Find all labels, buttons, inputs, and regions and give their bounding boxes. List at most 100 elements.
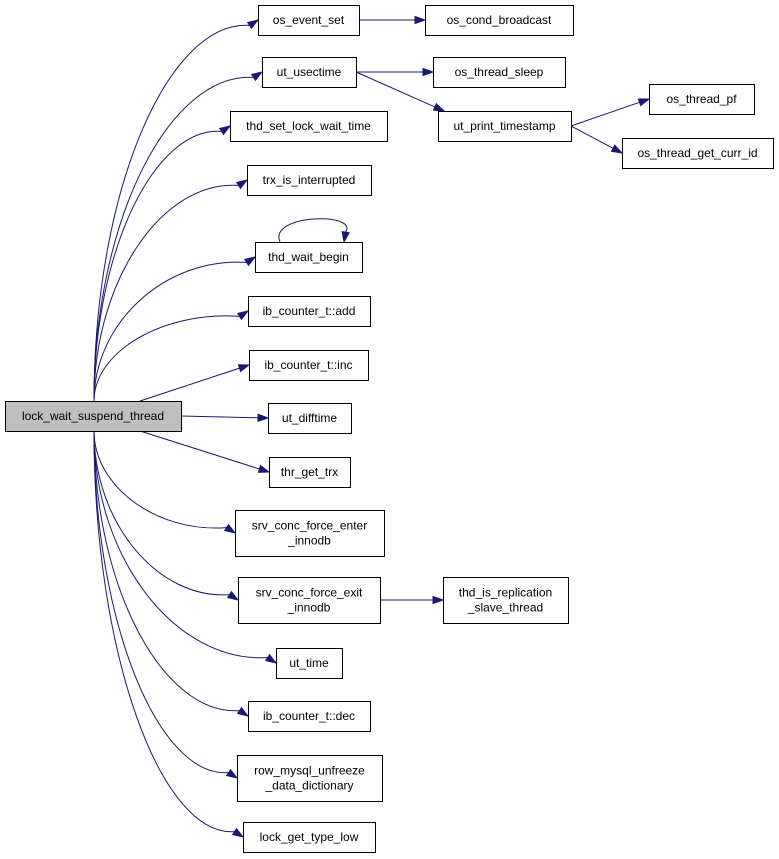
node-box [433,57,566,88]
edge-line [93,430,235,833]
arrowhead [226,590,240,601]
edge-line [93,130,222,402]
node-ib-counter-dec[interactable]: ib_counter_t::dec [248,701,371,732]
edge-line [355,71,436,108]
node-ib-counter-inc[interactable]: ib_counter_t::inc [249,350,369,381]
edge-line [93,430,268,659]
node-box [237,755,383,802]
edge-line [93,430,227,529]
root-node[interactable]: lock_wait_suspend_thread [5,401,182,432]
node-thd-wait-begin[interactable]: thd_wait_begin [255,242,363,273]
arrowhead [341,230,350,244]
node-os-cond-broadcast[interactable]: os_cond_broadcast [425,5,574,36]
node-label: row_mysql_unfreeze [254,764,365,778]
arrowhead [264,653,278,664]
edge-line [139,367,240,402]
node-box [5,401,182,432]
edge-line [93,430,230,596]
node-box [255,242,363,273]
edge-root-to-srv-conc-force-exit-innodb [93,430,240,601]
edge-root-to-ib-counter-add [93,310,250,402]
edge-line [93,430,240,712]
edge-root-to-thr-get-trx [139,430,271,473]
node-ut-usectime[interactable]: ut_usectime [262,57,357,88]
arrowhead [637,98,651,107]
edge-root-to-lock-get-type-low [93,430,245,838]
arrowhead [225,768,239,779]
node-box [243,822,376,853]
arrowhead [231,827,245,838]
arrowhead [235,179,249,190]
node-srv-conc-force-exit-innodb[interactable]: srv_conc_force_exit_innodb [238,577,381,624]
edge-line [570,101,640,127]
edge-root-to-thd-set-lock-wait-time [93,125,232,402]
node-label: _slave_thread [467,601,543,615]
node-ut-difftime[interactable]: ut_difftime [268,403,352,434]
node-ib-counter-add[interactable]: ib_counter_t::add [248,296,371,327]
edge-os-event-set-to-os-cond-broadcast [359,15,427,25]
node-thr-get-trx[interactable]: thr_get_trx [269,457,351,488]
node-box [438,111,572,142]
edge-ut-usectime-to-ut-print-timestamp [355,71,446,112]
edge-layer [93,15,651,838]
edge-line [570,125,614,149]
node-label: _data_dictionary [264,779,353,793]
edge-root-to-thd-wait-begin [93,256,257,402]
node-srv-conc-force-enter-innodb[interactable]: srv_conc_force_enter_innodb [235,510,385,557]
arrowhead [246,19,260,30]
edge-line [93,184,239,402]
arrowhead [257,464,271,473]
node-label: os_cond_broadcast [447,13,552,27]
node-label: thd_set_lock_wait_time [246,119,371,133]
node-os-thread-pf[interactable]: os_thread_pf [649,84,755,115]
node-trx-is-interrupted[interactable]: trx_is_interrupted [247,165,372,196]
edge-root-to-ib-counter-inc [139,364,251,402]
node-label: os_event_set [273,13,345,27]
edge-root-to-os-event-set [93,19,260,402]
node-label: lock_get_type_low [260,830,359,844]
edge-line [93,315,240,402]
node-box [276,648,343,679]
edge-ut-print-timestamp-to-os-thread-get-curr-id [570,125,624,154]
edge-root-to-trx-is-interrupted [93,179,249,402]
node-label: ut_print_timestamp [453,119,555,133]
node-row-mysql-unfreeze-data-dictionary[interactable]: row_mysql_unfreeze_data_dictionary [237,755,383,802]
node-label: lock_wait_suspend_thread [22,409,164,423]
node-box [248,701,371,732]
edge-line [93,24,250,402]
arrowhead [610,144,624,154]
node-ut-print-timestamp[interactable]: ut_print_timestamp [438,111,572,142]
node-box [262,57,357,88]
edge-root-to-ut-difftime [180,413,270,422]
edge-line [139,430,260,470]
edge-line [93,430,229,774]
node-label: ut_usectime [277,65,342,79]
node-label: trx_is_interrupted [263,173,356,187]
node-label: ut_difftime [282,411,337,425]
edge-root-to-ib-counter-dec [93,430,250,717]
edge-srv-conc-force-exit-innodb-to-thd-is-replication-slave-thread [380,595,445,605]
node-ut-time[interactable]: ut_time [276,648,343,679]
node-box [649,84,755,115]
arrowhead [218,125,232,136]
node-thd-set-lock-wait-time[interactable]: thd_set_lock_wait_time [230,111,388,142]
node-box [238,577,381,624]
node-label: _innodb [287,534,331,548]
node-os-thread-sleep[interactable]: os_thread_sleep [433,57,566,88]
node-box [622,138,774,169]
node-os-event-set[interactable]: os_event_set [258,5,360,36]
arrowhead [432,595,445,605]
node-label: os_thread_sleep [455,65,544,79]
edge-ut-usectime-to-os-thread-sleep [356,67,435,77]
edge-line [93,261,247,402]
node-label: ib_counter_t::dec [263,709,355,723]
arrowhead [432,102,446,112]
arrowhead [237,364,251,373]
edge-root-to-ut-time [93,430,278,664]
node-os-thread-get-curr-id[interactable]: os_thread_get_curr_id [622,138,774,169]
node-box [249,350,369,381]
node-label: ib_counter_t::inc [264,358,352,372]
node-lock-get-type-low[interactable]: lock_get_type_low [243,822,376,853]
node-thd-is-replication-slave-thread[interactable]: thd_is_replication_slave_thread [443,577,569,624]
node-label: _innodb [287,601,331,615]
